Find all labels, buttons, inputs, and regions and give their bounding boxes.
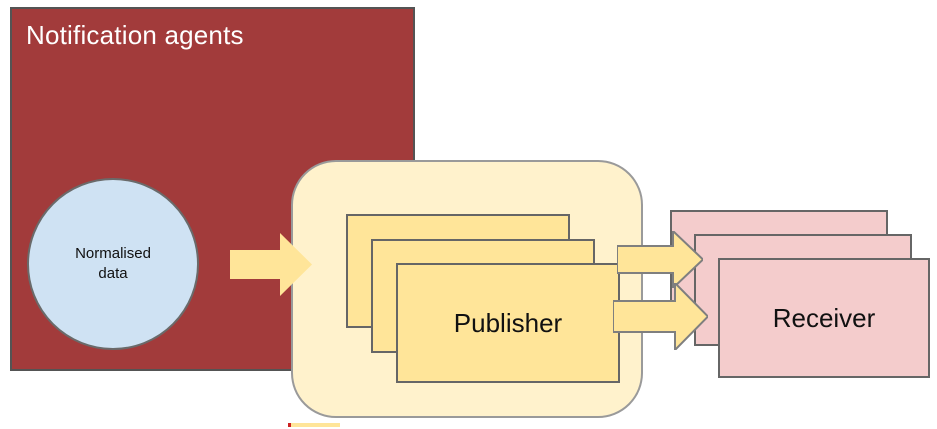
stray-shape-artifact [288, 423, 340, 427]
receiver-card: Receiver [718, 258, 930, 378]
flow-arrow-icon [617, 231, 703, 288]
normalised-data-label-line1: Normalised [75, 244, 151, 262]
normalised-data-label: Normalised data [75, 244, 151, 285]
flow-arrow-icon [613, 283, 708, 350]
normalised-data-label-line2: data [98, 265, 128, 282]
receiver-label: Receiver [772, 302, 876, 333]
notification-agents-label: Notification agents [26, 20, 244, 50]
publisher-label: Publisher [453, 307, 563, 338]
flow-arrow-icon [230, 233, 312, 296]
publisher-card: Publisher [396, 263, 620, 383]
normalised-data-node: Normalised data [27, 178, 199, 350]
